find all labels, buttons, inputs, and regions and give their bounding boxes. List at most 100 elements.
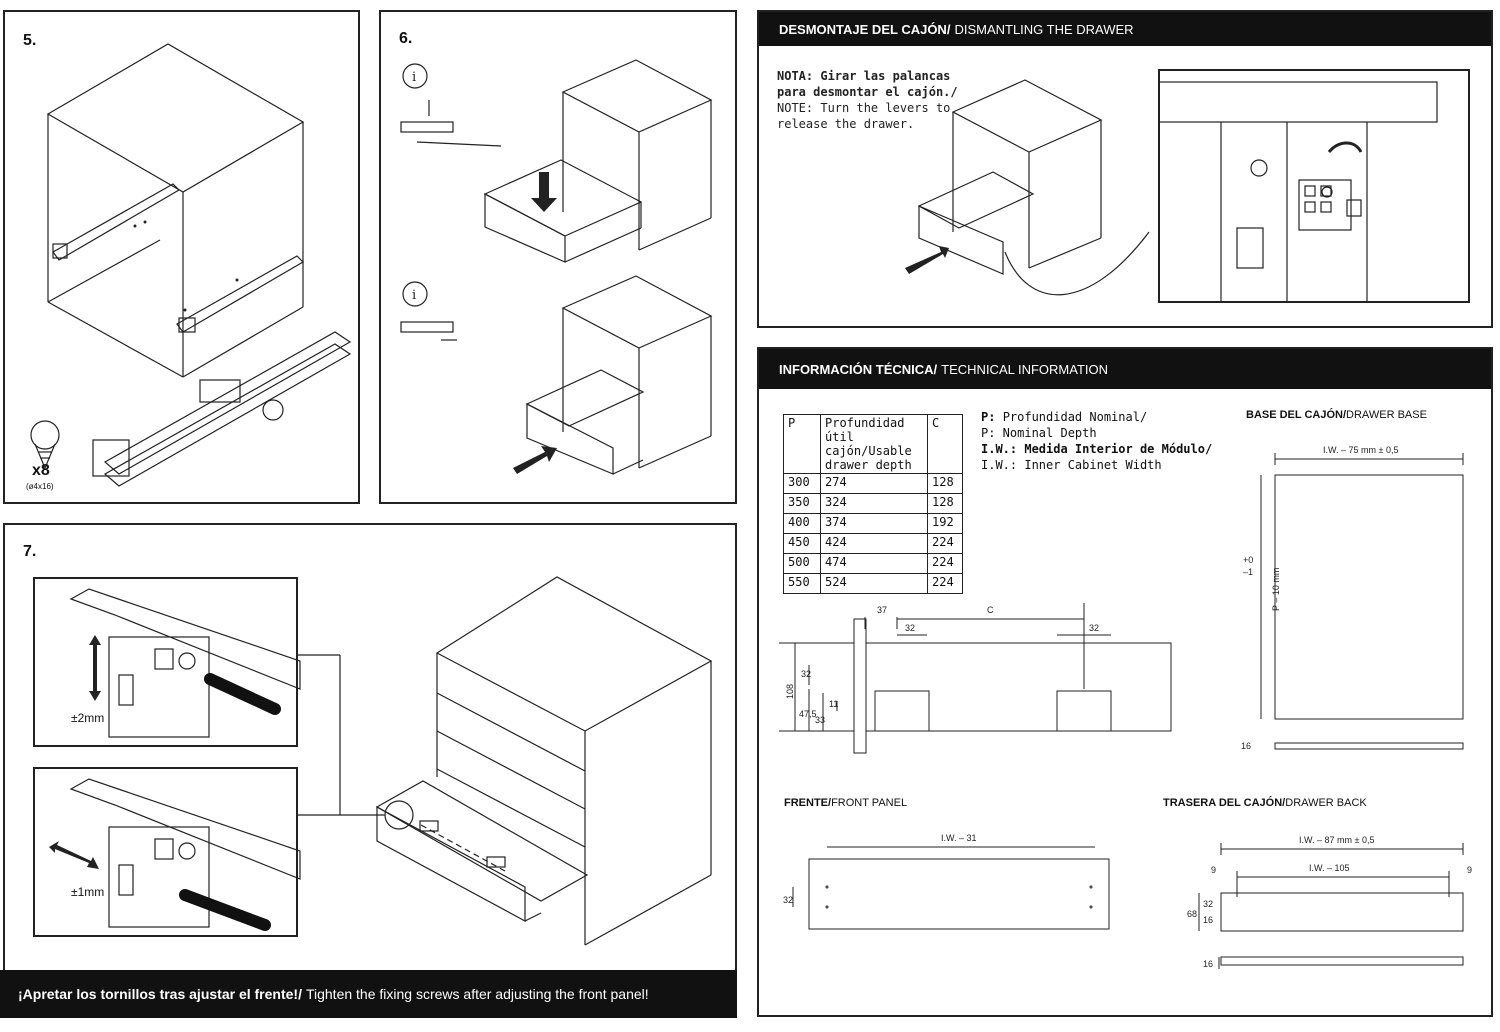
dismantling-header-en: DISMANTLING THE DRAWER — [954, 21, 1134, 37]
p-key: P: — [981, 410, 996, 424]
drawer-base-drawing: I.W. – 75 mm ± 0,5 P – 10 mm +0 –1 16 — [1241, 445, 1464, 751]
dim-108: 108 — [785, 684, 795, 699]
front-panel-title-en: FRONT PANEL — [831, 797, 908, 809]
cell: 350 — [783, 493, 821, 514]
note-es-line-1: NOTA: Girar las palancas — [777, 69, 951, 83]
technical-header-en: TECHNICAL INFORMATION — [941, 361, 1109, 377]
screw-icon — [30, 420, 60, 470]
cell: 300 — [783, 473, 821, 494]
dim-47: 47,5 — [799, 709, 817, 719]
info-icon-top — [402, 63, 428, 89]
dim-c: C — [987, 605, 994, 615]
front-panel-title: FRENTE/FRONT PANEL — [784, 797, 907, 809]
drawer-back-title-en: DRAWER BACK — [1285, 797, 1367, 809]
note-en-line-2: release the drawer. — [777, 117, 915, 131]
cell: 524 — [820, 573, 928, 594]
dim-32-left: 32 — [905, 623, 915, 633]
step-5-panel: 5. — [3, 10, 360, 504]
iw-key: I.W.: — [981, 442, 1018, 456]
dismantling-header-es: DESMONTAJE DEL CAJÓN/ — [779, 21, 951, 37]
front-panel-drawing: I.W. – 31 32 — [783, 833, 1110, 930]
chest-of-drawers-illustration — [298, 576, 713, 946]
back-width-outer: I.W. – 87 mm ± 0,5 — [1299, 835, 1374, 845]
technical-header-es: INFORMACIÓN TÉCNICA/ — [779, 361, 938, 377]
step-7-panel: 7. ±2mm ±1m — [3, 523, 737, 1017]
arrow-down-icon — [531, 172, 557, 212]
cell: 550 — [783, 573, 821, 594]
cell: 128 — [927, 493, 963, 514]
base-tol-plus: +0 — [1243, 555, 1253, 565]
base-thickness: 16 — [1241, 741, 1251, 751]
vertical-arrow-icon — [89, 635, 101, 701]
cell: 450 — [783, 533, 821, 554]
drawer-back-drawing: I.W. – 87 mm ± 0,5 I.W. – 105 9 9 68 16 … — [1187, 835, 1472, 969]
front-height: 32 — [783, 895, 793, 905]
cell: 424 — [820, 533, 928, 554]
lateral-arrow-icon — [49, 841, 99, 869]
col-p-header: P — [783, 414, 821, 474]
cell: 128 — [927, 473, 963, 494]
technical-info-panel: INFORMACIÓN TÉCNICA/ TECHNICAL INFORMATI… — [757, 347, 1493, 1017]
cell: 224 — [927, 533, 963, 554]
cell: 224 — [927, 553, 963, 574]
vertical-adjust-label: ±2mm — [71, 711, 105, 725]
step-6-illustration: i i — [400, 59, 713, 475]
iw-en: I.W.: Inner Cabinet Width — [981, 458, 1162, 472]
drawer-back-title: TRASERA DEL CAJÓN/DRAWER BACK — [1163, 797, 1367, 809]
technical-header: INFORMACIÓN TÉCNICA/ TECHNICAL INFORMATI… — [759, 349, 1491, 389]
base-tol-minus: –1 — [1243, 567, 1253, 577]
front-width: I.W. – 31 — [941, 833, 977, 843]
lateral-adjust-illustration — [49, 778, 301, 931]
svg-text:i: i — [412, 288, 416, 303]
cell: 324 — [820, 493, 928, 514]
abbreviation-legend: P: Profundidad Nominal/ P: Nominal Depth… — [981, 409, 1212, 473]
screw-count: x8 — [32, 462, 50, 479]
arrow-push-icon — [513, 446, 557, 474]
step-6-number: 6. — [399, 30, 413, 47]
drawer-base-title-es: BASE DEL CAJÓN/ — [1246, 409, 1347, 421]
cell: 374 — [820, 513, 928, 534]
banner-en-text: Tighten the fixing screws after adjustin… — [305, 986, 649, 1002]
dim-11: 11 — [829, 699, 838, 709]
dim-37: 37 — [877, 605, 887, 615]
back-h32: 32 — [1203, 899, 1213, 909]
back-width-inner: I.W. – 105 — [1309, 863, 1350, 873]
back-h68: 68 — [1187, 909, 1197, 919]
note-es-line-2: para desmontar el cajón./ — [777, 85, 958, 99]
rail-dimension-drawing: 37 C 32 32 108 32 47,5 33 11 — [779, 603, 1172, 754]
dismantling-panel: DESMONTAJE DEL CAJÓN/ DISMANTLING THE DR… — [757, 10, 1493, 328]
adjust-lateral-detail: ±1mm — [33, 767, 301, 937]
lever-icon — [1321, 186, 1333, 198]
lateral-adjust-label: ±1mm — [71, 885, 105, 899]
step-7-number: 7. — [23, 543, 37, 560]
back-h16: 16 — [1203, 915, 1213, 925]
cell: 500 — [783, 553, 821, 574]
note-en-line-1: NOTE: Turn the levers to — [777, 101, 951, 115]
adjust-vertical-detail: ±2mm — [33, 577, 301, 747]
info-icon-bottom — [402, 281, 428, 307]
p-es: Profundidad Nominal/ — [1002, 410, 1148, 424]
pull-arrow-icon — [905, 246, 949, 274]
drawer-back-title-es: TRASERA DEL CAJÓN/ — [1163, 797, 1286, 809]
banner-es-text: ¡Apretar los tornillos tras ajustar el f… — [18, 986, 302, 1002]
cell: 474 — [820, 553, 928, 574]
cell: 224 — [927, 573, 963, 594]
col-depth-header: Profundidad útil cajón/Usable drawer dep… — [820, 414, 928, 474]
screw-size: (ø4x16) — [26, 482, 54, 491]
dim-h32: 32 — [801, 669, 811, 679]
back-gap-left: 9 — [1211, 865, 1216, 875]
iw-es: Medida Interior de Módulo/ — [1024, 442, 1213, 456]
dismantling-header: DESMONTAJE DEL CAJÓN/ DISMANTLING THE DR… — [759, 12, 1491, 46]
col-c-header: C — [927, 414, 963, 474]
dim-32-right: 32 — [1089, 623, 1099, 633]
step-5-illustration — [30, 43, 352, 487]
drawer-base-title: BASE DEL CAJÓN/DRAWER BASE — [1246, 409, 1427, 421]
dim-33: 33 — [815, 715, 825, 725]
vertical-adjust-illustration — [69, 588, 301, 738]
